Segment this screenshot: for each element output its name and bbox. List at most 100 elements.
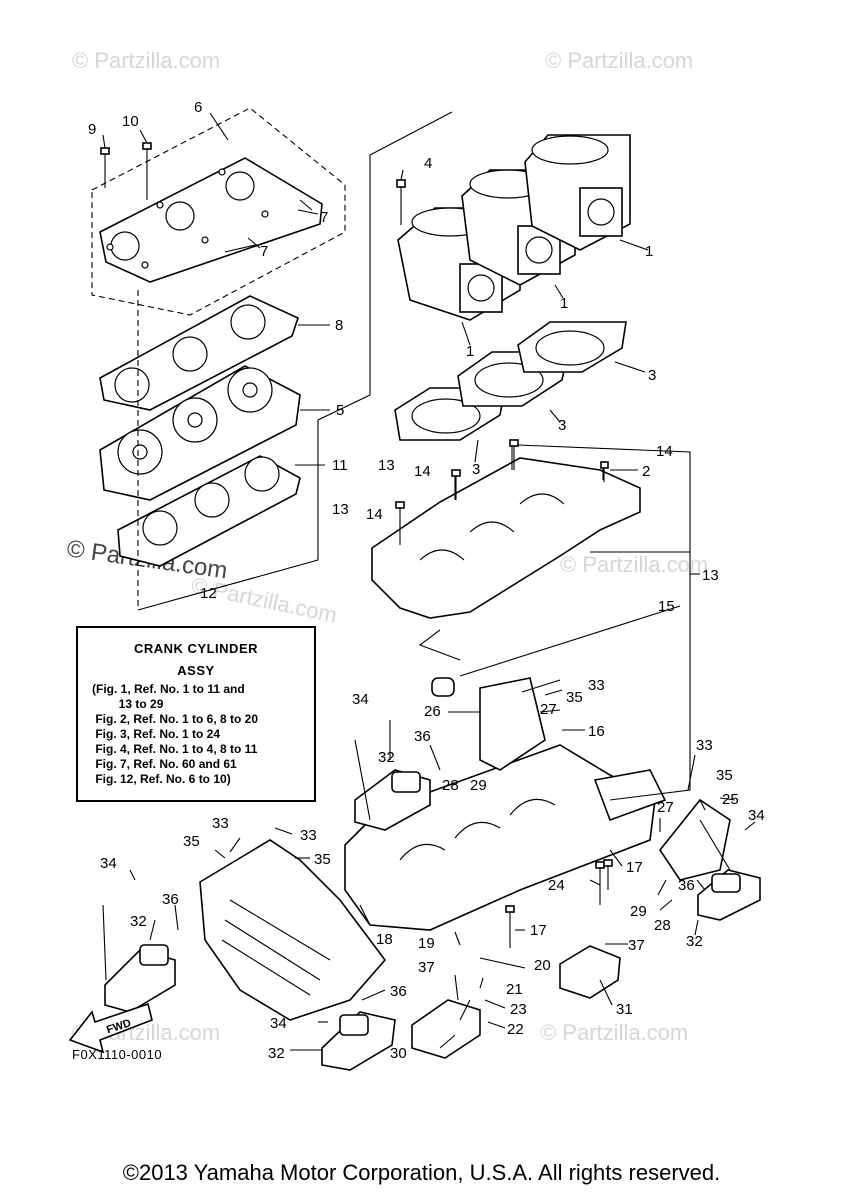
head-gasket-part <box>99 295 299 411</box>
engine-mount-part <box>697 869 761 921</box>
callout-34: 34 <box>748 807 765 824</box>
callout-25: 25 <box>722 791 739 808</box>
callout-20: 20 <box>534 957 551 974</box>
cylinder-head-group-outline <box>91 107 346 316</box>
watermark: © Partzilla.com <box>72 48 220 73</box>
callout-35: 35 <box>314 851 331 868</box>
callout-3: 3 <box>648 367 656 384</box>
engine-mount-part <box>354 769 431 831</box>
head-bolt-part <box>100 142 152 200</box>
cylinder-bolt-part <box>396 179 406 225</box>
callout-29: 29 <box>630 903 647 920</box>
callout-33: 33 <box>588 677 605 694</box>
watermark: © Partzilla.com <box>560 552 708 577</box>
callout-4: 4 <box>424 155 432 172</box>
callout-34: 34 <box>352 691 369 708</box>
side-cover-part <box>199 839 387 1021</box>
callout-31: 31 <box>616 1001 633 1018</box>
callout-36: 36 <box>162 891 179 908</box>
callout-9: 9 <box>88 121 96 138</box>
callout-19: 19 <box>418 935 435 952</box>
assembly-line <box>137 111 453 611</box>
callout-28: 28 <box>654 917 671 934</box>
callout-34: 34 <box>100 855 117 872</box>
callout-3: 3 <box>558 417 566 434</box>
callout-13: 13 <box>378 457 395 474</box>
callout-21: 21 <box>506 981 523 998</box>
callout-2: 2 <box>642 463 650 480</box>
inner-head-part <box>99 365 301 501</box>
callout-30: 30 <box>390 1045 407 1062</box>
cylinder-head-part <box>99 157 323 283</box>
callout-15: 15 <box>658 598 675 615</box>
callout-14: 14 <box>414 463 431 480</box>
callout-26: 26 <box>424 703 441 720</box>
callout-3: 3 <box>472 461 480 478</box>
callout-14: 14 <box>656 443 673 460</box>
legend-subtitle: ASSY <box>177 663 215 678</box>
callout-10: 10 <box>122 113 139 130</box>
callout-32: 32 <box>686 933 703 950</box>
callout-33: 33 <box>212 815 229 832</box>
callout-27: 27 <box>657 799 674 816</box>
gasket-part <box>117 455 301 567</box>
callout-27: 27 <box>540 701 557 718</box>
callout-35: 35 <box>716 767 733 784</box>
legend-line: Fig. 12, Ref. No. 6 to 10) <box>92 772 231 786</box>
copyright-notice: ©2013 Yamaha Motor Corporation, U.S.A. A… <box>122 1160 721 1185</box>
callout-34: 34 <box>270 1015 287 1032</box>
callout-28: 28 <box>442 777 459 794</box>
callout-18: 18 <box>376 931 393 948</box>
callout-14: 14 <box>366 506 383 523</box>
callout-36: 36 <box>390 983 407 1000</box>
engine-mount-part <box>321 1011 396 1071</box>
assembly-legend-box: CRANK CYLINDER ASSY (Fig. 1, Ref. No. 1 … <box>76 626 316 802</box>
callout-29: 29 <box>470 777 487 794</box>
callout-33: 33 <box>300 827 317 844</box>
callout-12: 12 <box>200 585 217 602</box>
legend-line: 13 to 29 <box>92 697 164 711</box>
base-gasket-part <box>517 321 627 373</box>
callout-36: 36 <box>678 877 695 894</box>
legend-line: Fig. 3, Ref. No. 1 to 24 <box>92 727 221 741</box>
cylinder-part <box>524 134 631 251</box>
engine-mount-bracket-part <box>659 798 731 881</box>
callout-37: 37 <box>628 937 645 954</box>
damper-part <box>411 999 481 1059</box>
legend-title: CRANK CYLINDER <box>134 641 258 656</box>
callout-35: 35 <box>566 689 583 706</box>
callout-35: 35 <box>183 833 200 850</box>
callout-1: 1 <box>645 243 653 260</box>
bushing-part <box>431 677 455 697</box>
leader-lines <box>102 112 756 1051</box>
upper-crankcase-part <box>371 444 641 619</box>
callout-32: 32 <box>130 913 147 930</box>
callout-5: 5 <box>336 402 344 419</box>
callout-1: 1 <box>560 295 568 312</box>
bolt-part <box>395 439 613 948</box>
legend-line: Fig. 2, Ref. No. 1 to 6, 8 to 20 <box>92 712 259 726</box>
callout-1: 1 <box>466 343 474 360</box>
watermark: © Partzilla.com <box>540 1020 688 1045</box>
callout-23: 23 <box>510 1001 527 1018</box>
callout-24: 24 <box>548 877 565 894</box>
callout-13: 13 <box>332 501 349 518</box>
legend-line: Fig. 7, Ref. No. 60 and 61 <box>92 757 237 771</box>
callout-32: 32 <box>378 749 395 766</box>
engine-mount-bracket-part <box>479 677 546 771</box>
callout-11: 11 <box>332 457 348 474</box>
figure-code: F0X1110-0010 <box>72 1047 163 1062</box>
callout-7: 7 <box>260 243 268 260</box>
callout-16: 16 <box>588 723 605 740</box>
callout-13: 13 <box>702 567 719 584</box>
callout-22: 22 <box>507 1021 524 1038</box>
watermark: © Partzilla.com <box>545 48 693 73</box>
callout-17: 17 <box>626 859 643 876</box>
callout-32: 32 <box>268 1045 285 1062</box>
damper-part <box>559 945 621 999</box>
engine-mount-part <box>104 944 176 1013</box>
legend-line: Fig. 4, Ref. No. 1 to 4, 8 to 11 <box>92 742 258 756</box>
callout-17: 17 <box>530 922 547 939</box>
